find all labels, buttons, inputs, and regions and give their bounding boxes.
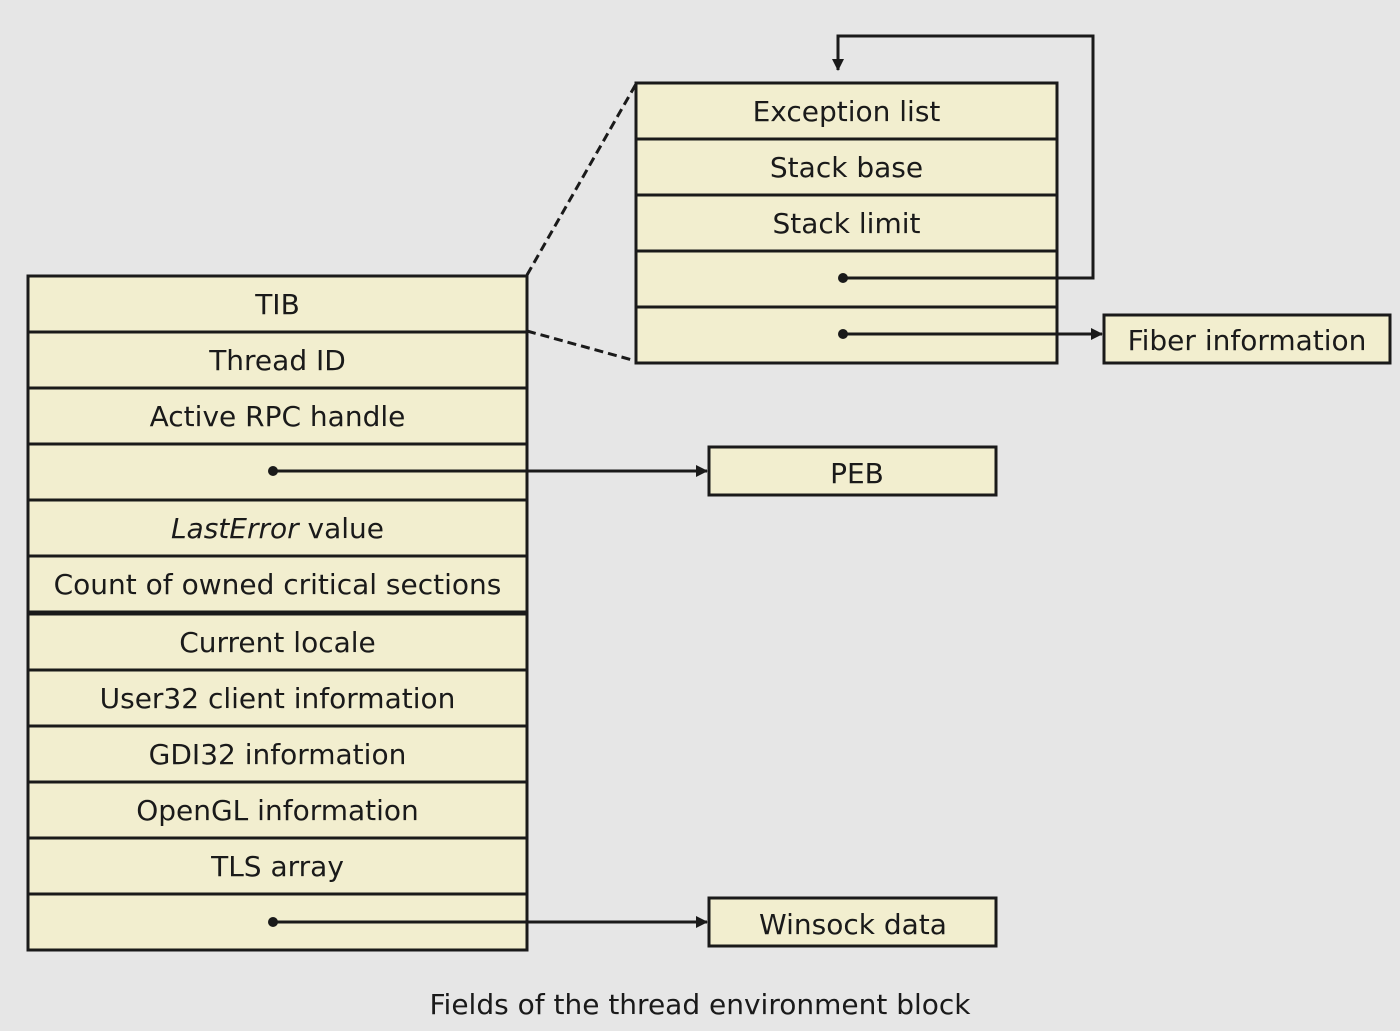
zoom-line-top — [525, 83, 638, 276]
tib-label-stack-limit: Stack limit — [772, 207, 920, 240]
figure-caption: Fields of the thread environment block — [429, 988, 971, 1021]
winsock-data-label: Winsock data — [759, 908, 947, 941]
teb-row-active-rpc-handle: Active RPC handle — [26, 386, 529, 446]
teb-row-thread-id: Thread ID — [26, 330, 529, 390]
zoom-line-bottom — [526, 329, 637, 363]
winsock-data-box: Winsock data — [707, 896, 998, 948]
tib-row-stack-base: Stack base — [634, 137, 1059, 197]
teb-row-count-of-owned-critical-sections: Count of owned critical sections — [26, 554, 529, 614]
fiber-information-box: Fiber information — [1102, 313, 1392, 365]
tib-row-stack-limit: Stack limit — [634, 193, 1059, 253]
teb-label-user32-client-information: User32 client information — [100, 682, 456, 715]
teb-label-tib: TIB — [254, 288, 300, 321]
teb-label-tls-array: TLS array — [210, 850, 344, 883]
teb-label-active-rpc-handle: Active RPC handle — [150, 400, 406, 433]
teb-label-gdi32-information: GDI32 information — [149, 738, 407, 771]
teb-row-lasterror-value: LastError value — [26, 498, 529, 558]
teb-row-tib: TIB — [26, 274, 529, 334]
teb-row-tls-array: TLS array — [26, 836, 529, 896]
teb-label-count-of-owned-critical-sections: Count of owned critical sections — [54, 568, 502, 601]
teb-row-opengl-information: OpenGL information — [26, 780, 529, 840]
teb-row-user32-client-information: User32 client information — [26, 668, 529, 728]
tib-label-stack-base: Stack base — [770, 151, 923, 184]
teb-label-thread-id: Thread ID — [208, 344, 346, 377]
tib-label-exception-list: Exception list — [753, 95, 941, 128]
teb-row-current-locale: Current locale — [26, 612, 529, 672]
teb-label-lasterror-value: LastError value — [171, 512, 384, 545]
teb-label-opengl-information: OpenGL information — [136, 794, 419, 827]
peb-label: PEB — [830, 457, 884, 490]
teb-label-current-locale: Current locale — [179, 626, 376, 659]
exception-list-pointer-arrow — [832, 34, 1095, 280]
peb-box: PEB — [707, 445, 998, 497]
tib-row-exception-list: Exception list — [634, 81, 1059, 141]
pointer-arrows — [268, 34, 1103, 928]
fiber-information-label: Fiber information — [1128, 324, 1367, 357]
teb-row-gdi32-information: GDI32 information — [26, 724, 529, 784]
